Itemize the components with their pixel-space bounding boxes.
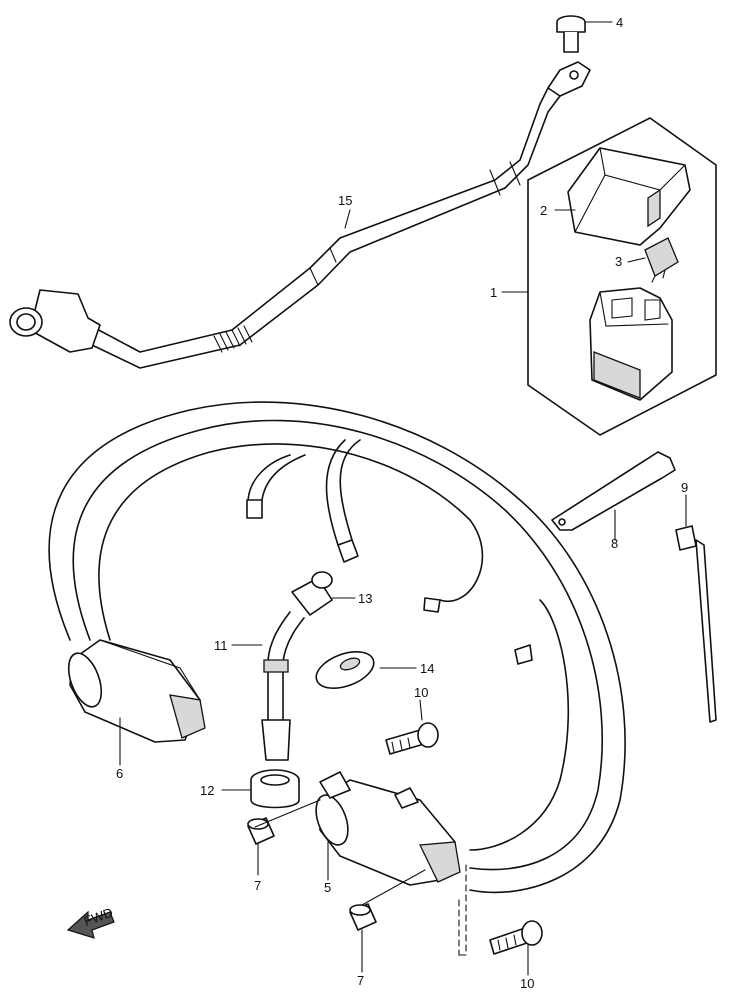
leader-lines (119, 21, 687, 976)
fuse (644, 237, 679, 283)
grommet (250, 769, 300, 809)
ignition-coil-right (315, 771, 461, 886)
callout-7-upper: 7 (254, 878, 261, 893)
band-clamp (675, 525, 717, 723)
callout-3: 3 (615, 254, 622, 269)
callout-8: 8 (611, 536, 618, 551)
callout-7-lower: 7 (357, 973, 364, 988)
relay-cover (567, 147, 691, 246)
callout-9: 9 (681, 480, 688, 495)
callout-10-upper: 10 (414, 685, 428, 700)
ignition-leads (48, 401, 626, 894)
callout-2: 2 (540, 203, 547, 218)
relay-assembly-box (527, 117, 717, 436)
bolt-upper (385, 722, 439, 755)
ignition-coil-left (67, 639, 206, 743)
callout-13: 13 (358, 591, 372, 606)
callout-4: 4 (616, 15, 623, 30)
plug-cap-elbow (261, 611, 305, 761)
callout-11: 11 (214, 638, 228, 653)
relay-block (589, 287, 673, 401)
bracket (551, 451, 676, 531)
callout-labels: 4 2 3 1 15 9 8 13 11 14 10 6 12 7 5 7 10 (116, 15, 688, 991)
bolt (556, 15, 586, 53)
bolt-lower (489, 920, 543, 955)
callout-1: 1 (490, 285, 497, 300)
forward-direction-arrow: FWD (66, 905, 115, 939)
callout-15: 15 (338, 193, 352, 208)
callout-6: 6 (116, 766, 123, 781)
cushion (315, 650, 375, 690)
spacer-upper (247, 817, 275, 845)
callout-10-lower: 10 (520, 976, 534, 991)
lead-ends (246, 499, 533, 665)
spacer-lower (349, 903, 377, 931)
reference-lines (458, 864, 467, 956)
callout-14: 14 (420, 661, 434, 676)
plug-cap-connector (291, 571, 333, 616)
plug-cap (9, 289, 101, 353)
cable-lead (91, 61, 591, 369)
callout-12: 12 (200, 783, 214, 798)
callout-5: 5 (324, 880, 331, 895)
